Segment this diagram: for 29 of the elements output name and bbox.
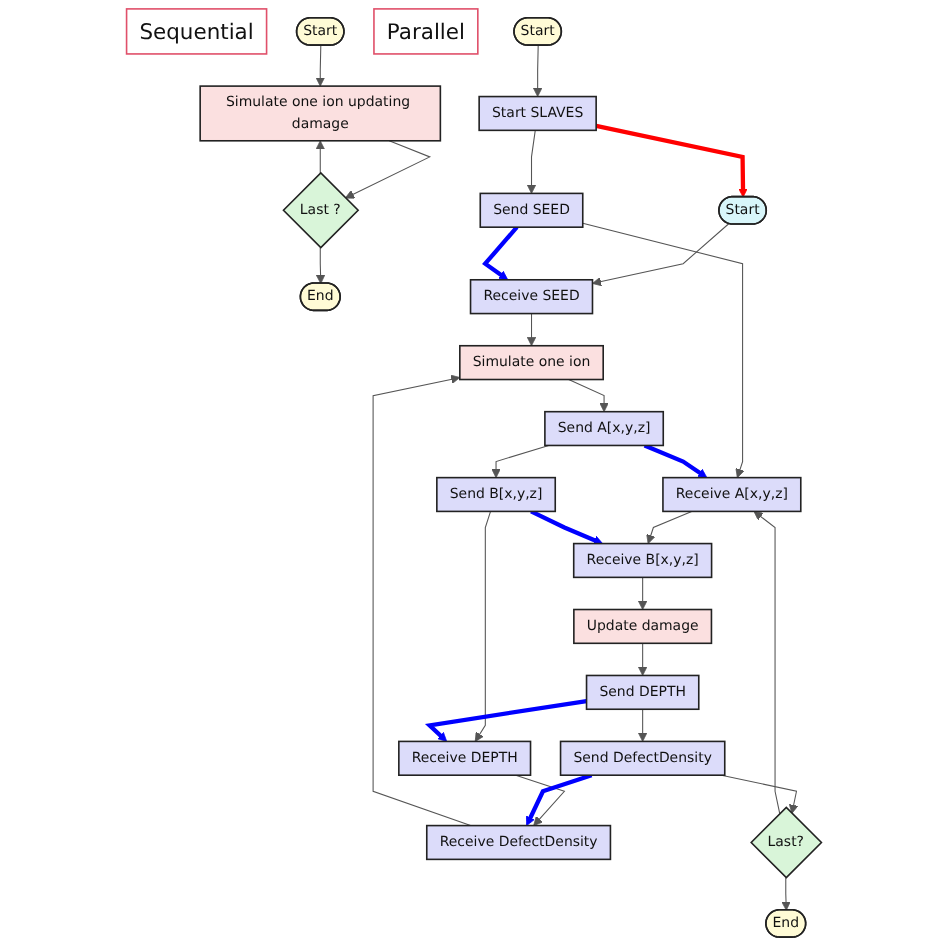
arrow <box>637 708 648 742</box>
arrow <box>643 443 708 479</box>
arrow <box>344 140 432 199</box>
arrow <box>646 510 693 544</box>
arrow <box>372 374 472 827</box>
arrow <box>595 123 748 198</box>
node-box: Parallel <box>373 8 479 55</box>
arrow <box>753 511 781 814</box>
arrow <box>474 510 492 742</box>
arrow <box>526 313 537 347</box>
arrow <box>515 774 566 826</box>
arrow <box>491 444 550 479</box>
arrow <box>781 877 791 911</box>
arrow <box>568 379 609 413</box>
arrow <box>637 642 648 676</box>
arrow <box>720 774 799 814</box>
arrow <box>637 576 648 610</box>
arrow <box>592 223 730 287</box>
arrow <box>526 129 537 194</box>
arrow <box>315 247 326 284</box>
arrow <box>582 222 745 479</box>
arrow <box>530 509 603 545</box>
arrow <box>532 45 543 97</box>
node-box: Sequential <box>125 8 268 55</box>
arrow <box>424 698 587 742</box>
arrow <box>315 45 325 87</box>
arrow <box>526 773 593 826</box>
arrow <box>315 140 325 174</box>
arrow <box>482 225 519 281</box>
